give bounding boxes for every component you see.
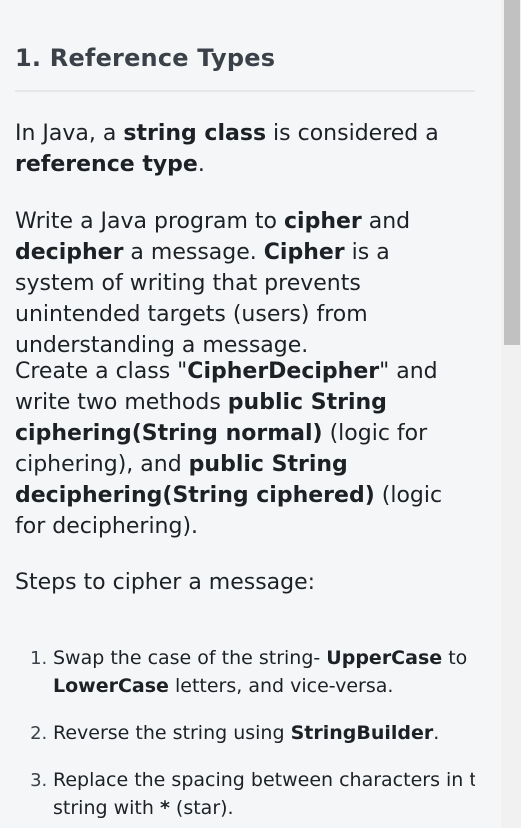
text-run: " and write two methods (15, 359, 438, 415)
paragraph-steps-intro: Steps to cipher a message: (15, 567, 475, 598)
scrollbar-thumb[interactable] (504, 0, 520, 345)
bold-lowercase: LowerCase (53, 675, 169, 697)
text-run: Swap the case of the string- (53, 647, 327, 669)
text-run: Write a Java program to (15, 209, 284, 234)
paragraph-task: Write a Java program to cipher and decip… (15, 206, 475, 361)
paragraph-class-methods: Create a class "CipherDecipher" and writ… (15, 356, 475, 542)
vertical-scrollbar[interactable] (501, 0, 521, 828)
bold-uppercase: UpperCase (326, 647, 443, 669)
list-item: Swap the case of the string- UpperCase t… (53, 644, 475, 700)
bold-class-name: CipherDecipher (187, 359, 380, 384)
text-run: and (361, 209, 411, 234)
bold-deciphering-signature: public String deciphering(String ciphere… (15, 452, 375, 508)
text-run: . (197, 152, 205, 177)
text-run: Create a class " (15, 359, 188, 384)
paragraph-reference-types: In Java, a string class is considered a … (15, 118, 475, 180)
text-run: letters, and vice-versa. (168, 675, 394, 697)
bold-stringbuilder: StringBuilder (290, 722, 434, 744)
text-run: Reverse the string using (53, 722, 291, 744)
text-run: to (442, 647, 468, 669)
text-run: In Java, a (15, 121, 124, 146)
bold-star: * (159, 797, 170, 819)
text-run: . (433, 722, 440, 744)
text-run: a message. (123, 240, 264, 265)
text-run: is considered a (266, 121, 439, 146)
text-run: (logic for deciphering). (15, 483, 443, 539)
section-title: 1. Reference Types (15, 44, 276, 72)
text-run: (star). (169, 797, 234, 819)
bold-string-class: string class (123, 121, 267, 146)
text-run: is a system of writing that prevents uni… (15, 240, 390, 358)
steps-list: Swap the case of the string- UpperCase t… (15, 644, 475, 828)
text-run: Steps to cipher a message: (15, 570, 316, 595)
bold-ciphering-signature: public String ciphering(String normal) (15, 390, 387, 446)
section-divider (15, 90, 475, 92)
bold-reference-type: reference type (15, 152, 198, 177)
bold-cipher: cipher (284, 209, 362, 234)
list-item: Replace the spacing between characters i… (53, 766, 475, 822)
text-run: (logic for ciphering), and (15, 421, 428, 477)
problem-statement: 1. Reference Types In Java, a string cla… (15, 0, 475, 828)
bold-cipher-term: Cipher (263, 240, 345, 265)
text-run: Replace the spacing between characters i… (53, 769, 475, 819)
bold-decipher: decipher (15, 240, 124, 265)
list-item: Reverse the string using StringBuilder. (53, 719, 475, 747)
